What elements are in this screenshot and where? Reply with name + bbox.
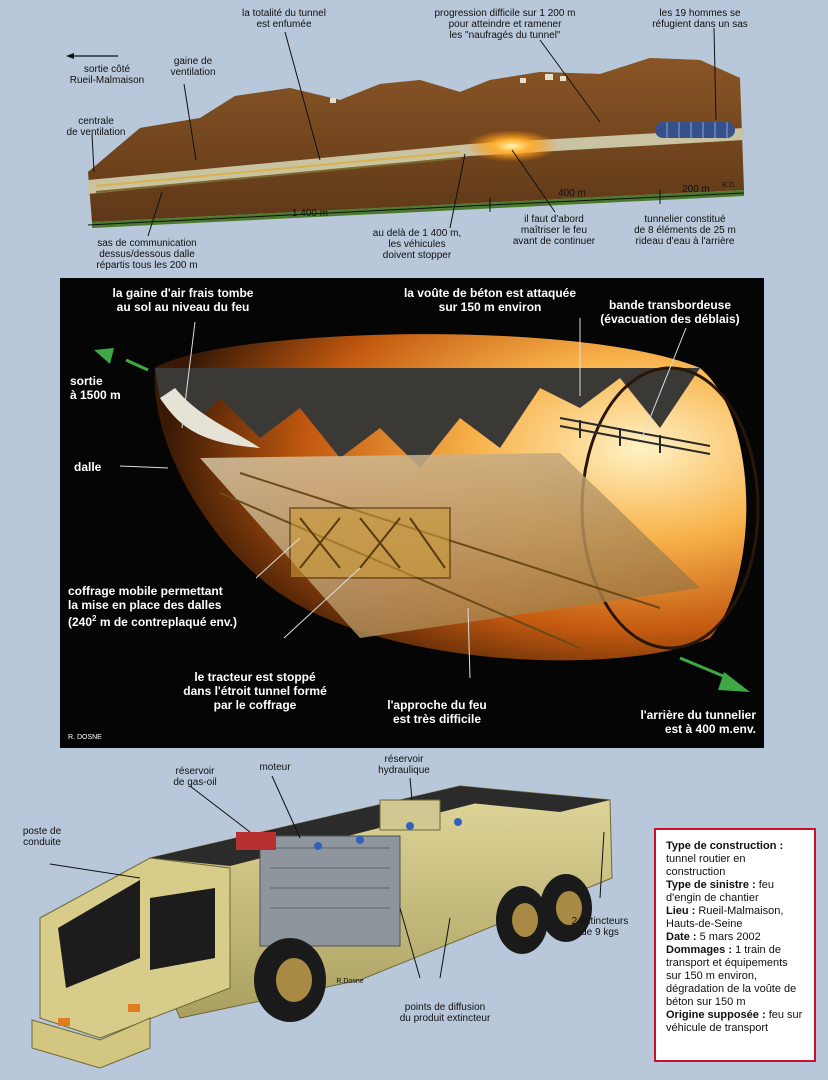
conveyor-belt — [559, 417, 711, 455]
coffrage-text: coffrage mobile permettant la mise en pl… — [68, 584, 223, 612]
coffrage-unit: m de contreplaqué env.) — [96, 615, 237, 629]
label-dalle: dalle — [74, 460, 102, 474]
info-value: 5 mars 2002 — [696, 931, 761, 943]
top-diagram: sortie côté Rueil-Malmaison gaine de ven… — [0, 0, 828, 280]
label-approche-feu: l'approche du feu est très difficile — [387, 698, 487, 726]
label-voute-attaquee: la voûte de béton est attaquée sur 150 m… — [403, 286, 577, 314]
terrain-illustration — [66, 27, 745, 237]
fire-glow — [466, 130, 558, 162]
vehicle-diagram: réservoir de gas-oil moteur réservoir hy… — [0, 748, 650, 1080]
info-value: tunnel routier en construction — [666, 853, 746, 878]
label-tracteur-stoppe: le tracteur est stoppé dans l'étroit tun… — [183, 670, 327, 712]
info-key: Type de sinistre : — [666, 879, 756, 891]
credit-rd: R.D. — [722, 182, 736, 189]
info-key: Dommages : — [666, 944, 733, 956]
label-sas-communication: sas de communication dessus/dessous dall… — [96, 238, 198, 271]
soil-cross-section — [88, 58, 744, 222]
info-value: Rueil-Malmaison, Hauts-de-Seine — [666, 905, 784, 930]
fuel-tank — [236, 832, 276, 850]
cabin-window — [58, 880, 140, 988]
info-key: Lieu : — [666, 905, 696, 917]
incident-info-box: Type de construction : tunnel routier en… — [654, 828, 816, 1062]
label-arriere-tunnelier: l'arrière du tunnelier est à 400 m.env. — [640, 708, 756, 736]
label-centrale-ventilation: centrale de ventilation — [66, 116, 126, 138]
info-item: Type de sinistre : feu d'engin de chanti… — [666, 879, 806, 905]
arrow-sortie — [94, 348, 114, 364]
info-value: feu d'engin de chantier — [666, 879, 775, 904]
label-moteur: moteur — [259, 762, 291, 773]
label-gaine-ventilation: gaine de ventilation — [170, 56, 216, 78]
info-item: Type de construction : tunnel routier en… — [666, 840, 806, 879]
info-value: feu sur véhicule de transport — [666, 1009, 803, 1034]
vehicle-illustration — [31, 775, 613, 1069]
label-poste-conduite: poste de conduite — [22, 826, 62, 848]
label-gaine-air-frais: la gaine d'air frais tombe au sol au niv… — [112, 286, 254, 314]
credit-r-dosne-vehicle: R.Dosne — [336, 978, 364, 985]
label-19-hommes: les 19 hommes se réfugient dans un sas — [652, 8, 748, 30]
label-maitriser-feu: il faut d'abord maîtriser le feu avant d… — [512, 214, 596, 247]
info-item: Date : 5 mars 2002 — [666, 931, 806, 944]
label-reservoir-gasoil: réservoir de gas-oil — [173, 766, 217, 788]
coffrage-exp: 2 — [92, 614, 97, 623]
dimension-200m: 200 m — [682, 184, 710, 195]
label-points-diffusion: points de diffusion du produit extincteu… — [399, 1002, 491, 1024]
mobile-formwork — [289, 507, 451, 579]
label-progression-difficile: progression difficile sur 1 200 m pour a… — [434, 8, 576, 41]
label-bande-transbordeuse: bande transbordeuse (évacuation des débl… — [600, 298, 740, 326]
tunnel-interior-illustration — [94, 318, 760, 692]
info-item: Origine supposée : feu sur véhicule de t… — [666, 1009, 806, 1035]
info-key: Type de construction : — [666, 840, 784, 852]
credit-r-dosne: R. DOSNE — [68, 734, 102, 741]
label-coffrage-mobile: coffrage mobile permettant la mise en pl… — [68, 584, 318, 629]
label-extincteurs: 2 extincteurs de 9 kgs — [571, 916, 629, 938]
label-reservoir-hydraulique: réservoir hydraulique — [378, 754, 430, 776]
damaged-vault — [155, 368, 700, 468]
info-key: Origine supposée : — [666, 1009, 766, 1021]
info-value: 1 train de transport et équipements sur … — [666, 944, 797, 1008]
label-tunnel-enfume: la totalité du tunnel est enfumée — [242, 8, 326, 30]
tunnel-boring-machine — [655, 122, 735, 138]
info-item: Lieu : Rueil-Malmaison, Hauts-de-Seine — [666, 905, 806, 931]
label-tunnelier: tunnelier constitué de 8 éléments de 25 … — [634, 214, 736, 247]
tunnel-interior-diagram: la gaine d'air frais tombe au sol au niv… — [60, 278, 764, 748]
dimension-400m: 400 m — [558, 188, 586, 199]
engine-block — [259, 835, 401, 947]
label-sortie-rueil: sortie côté Rueil-Malmaison — [69, 64, 145, 86]
arrow-arriere — [718, 672, 750, 692]
info-item: Dommages : 1 train de transport et équip… — [666, 944, 806, 1009]
info-key: Date : — [666, 931, 697, 943]
label-sortie-1500: sortie à 1500 m — [70, 374, 121, 402]
label-au-dela-1400: au delà de 1 400 m, les véhicules doiven… — [372, 228, 462, 261]
dimension-1400m: 1 400 m — [291, 208, 329, 219]
coffrage-qty: (240 — [68, 615, 93, 629]
vehicle-wheels — [254, 874, 592, 1022]
